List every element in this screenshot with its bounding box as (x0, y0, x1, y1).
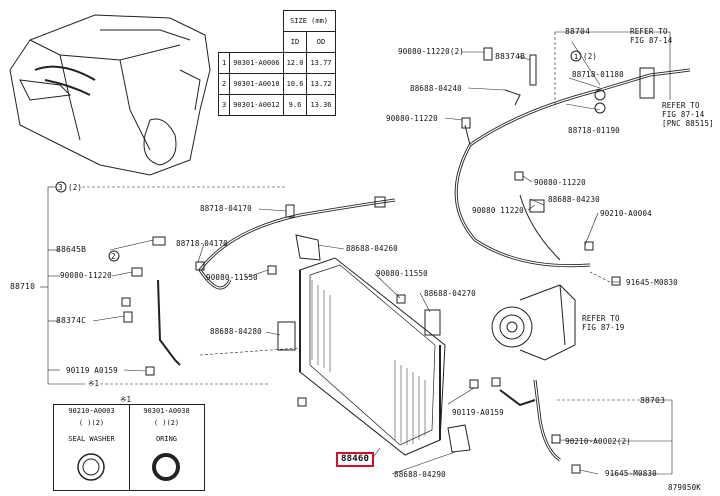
label-88688-04260[interactable]: 88688-04260 (346, 244, 398, 253)
label-refer-to-1: REFER TO (630, 27, 668, 36)
label-90080-11220-b[interactable]: 90080-11220 (534, 178, 586, 187)
col-od-header: OD (306, 31, 336, 53)
legend-right-part-number[interactable]: 90301-A0038 (143, 407, 190, 415)
label-fig-87-19[interactable]: FIG 87-19 (582, 323, 625, 332)
legend-left-qty: ( )(2) (78, 419, 105, 427)
row-od: 13.72 (306, 73, 336, 95)
label-88718-04170-b[interactable]: 88718-04170 (176, 239, 228, 248)
label-91645-m0830-b[interactable]: 91645-M0830 (605, 469, 657, 478)
label-88374c[interactable]: 88374C (56, 316, 87, 325)
label-88703[interactable]: 88703 (640, 396, 666, 405)
legend-mark: ※1 (120, 395, 132, 404)
label-90210-a0004[interactable]: 90210-A0004 (600, 209, 652, 218)
label-88710[interactable]: 88710 (10, 282, 36, 291)
legend-left-part-number[interactable]: 90210-A0003 (68, 407, 115, 415)
seal-washer-icon (77, 453, 105, 481)
legend-left-name: SEAL WASHER (68, 435, 115, 443)
row-part-number[interactable]: 90301-A0010 (229, 73, 284, 95)
callout-circle-3-icon (55, 181, 67, 193)
label-pnc: [PNC 88515] (662, 119, 714, 128)
label-88688-04240[interactable]: 88688-04240 (410, 84, 462, 93)
label-circle-3-qty: (2) (68, 183, 83, 192)
label-88704[interactable]: 88704 (565, 27, 591, 36)
legend-right-qty: ( )(2) (153, 419, 180, 427)
label-refer-to-3: REFER TO (582, 314, 620, 323)
label-refer-to-2: REFER TO (662, 101, 700, 110)
vehicle-illustration (9, 14, 211, 176)
row-id: 9.6 (282, 94, 308, 116)
label-88374b[interactable]: 88374B (495, 52, 526, 61)
row-od: 13.77 (306, 52, 336, 74)
label-88460-highlighted[interactable]: 88460 (336, 452, 375, 467)
label-90210-a0002[interactable]: 90210-A0002(2) (565, 437, 632, 446)
label-circle-1-qty: (2) (583, 52, 598, 61)
label-88718-04170-a[interactable]: 88718-04170 (200, 204, 252, 213)
label-fig-87-14-a[interactable]: FIG 87-14 (630, 36, 673, 45)
size-table-header: SIZE (mm) (282, 10, 336, 32)
table-row: 2 90301-A0010 10.6 13.72 (217, 73, 336, 95)
size-table: SIZE (mm) ID OD 1 90301-A0006 12.0 13.77… (217, 10, 336, 116)
label-88645b[interactable]: 88645B (56, 245, 87, 254)
diagram-code: 879050K (668, 483, 702, 492)
label-90080-11220-c[interactable]: 90080 11220 (472, 206, 524, 215)
label-90080-11220-d[interactable]: 90080-11220 (60, 271, 112, 280)
table-row: 1 90301-A0006 12.0 13.77 (217, 52, 336, 74)
label-circle-3: 3 (58, 183, 63, 192)
label-90119-a0159-a[interactable]: 90119 A0159 (66, 366, 118, 375)
label-88718-01180[interactable]: 88718-01180 (572, 70, 624, 79)
legend-seal-washer: 90210-A0003 ( )(2) SEAL WASHER (54, 405, 130, 490)
row-number-badge: 1 (217, 52, 231, 74)
callout-circle-1-icon: 1 (570, 50, 582, 62)
label-x1-mark: ※1 (88, 379, 100, 388)
label-88688-04290[interactable]: 88688-04290 (394, 470, 446, 479)
label-fig-87-14-b[interactable]: FIG 87-14 (662, 110, 705, 119)
row-id: 10.6 (282, 73, 308, 95)
callout-circle-2-icon (108, 250, 120, 262)
legend-right-name: ORING (155, 435, 178, 443)
label-88688-04270[interactable]: 88688-04270 (424, 289, 476, 298)
row-part-number[interactable]: 90301-A0012 (229, 94, 284, 116)
label-90080-11220-a[interactable]: 90080-11220 (386, 114, 438, 123)
label-91645-m0830-a[interactable]: 91645-M0830 (626, 278, 678, 287)
row-od: 13.36 (306, 94, 336, 116)
label-88718-01190[interactable]: 88718-01190 (568, 126, 620, 135)
row-number-badge: 3 (217, 94, 231, 116)
row-part-number[interactable]: 90301-A0006 (229, 52, 284, 74)
col-id-header: ID (282, 31, 308, 53)
svg-text:1: 1 (574, 53, 578, 61)
row-id: 12.0 (282, 52, 308, 74)
table-row: 3 90301-A0012 9.6 13.36 (217, 94, 336, 116)
label-88688-04280[interactable]: 88688-04280 (210, 327, 262, 336)
compressor-drawing (491, 284, 576, 361)
o-ring-icon (152, 453, 180, 481)
legend-o-ring: 90301-A0038 ( )(2) ORING (129, 405, 204, 490)
label-90080-11220-2[interactable]: 90080-11220(2) (398, 47, 465, 56)
label-88688-04230[interactable]: 88688-04230 (548, 195, 600, 204)
label-90119-a0159-b[interactable]: 90119-A0159 (452, 408, 504, 417)
row-number-badge: 2 (217, 73, 231, 95)
label-90080-11550-b[interactable]: 90080-11550 (376, 269, 428, 278)
label-circle-2: 2 (111, 252, 116, 261)
label-90080-11550-a[interactable]: 90080-11550 (206, 273, 258, 282)
condenser-drawing (299, 257, 446, 456)
legend-box: 90210-A0003 ( )(2) SEAL WASHER 90301-A00… (53, 404, 205, 491)
